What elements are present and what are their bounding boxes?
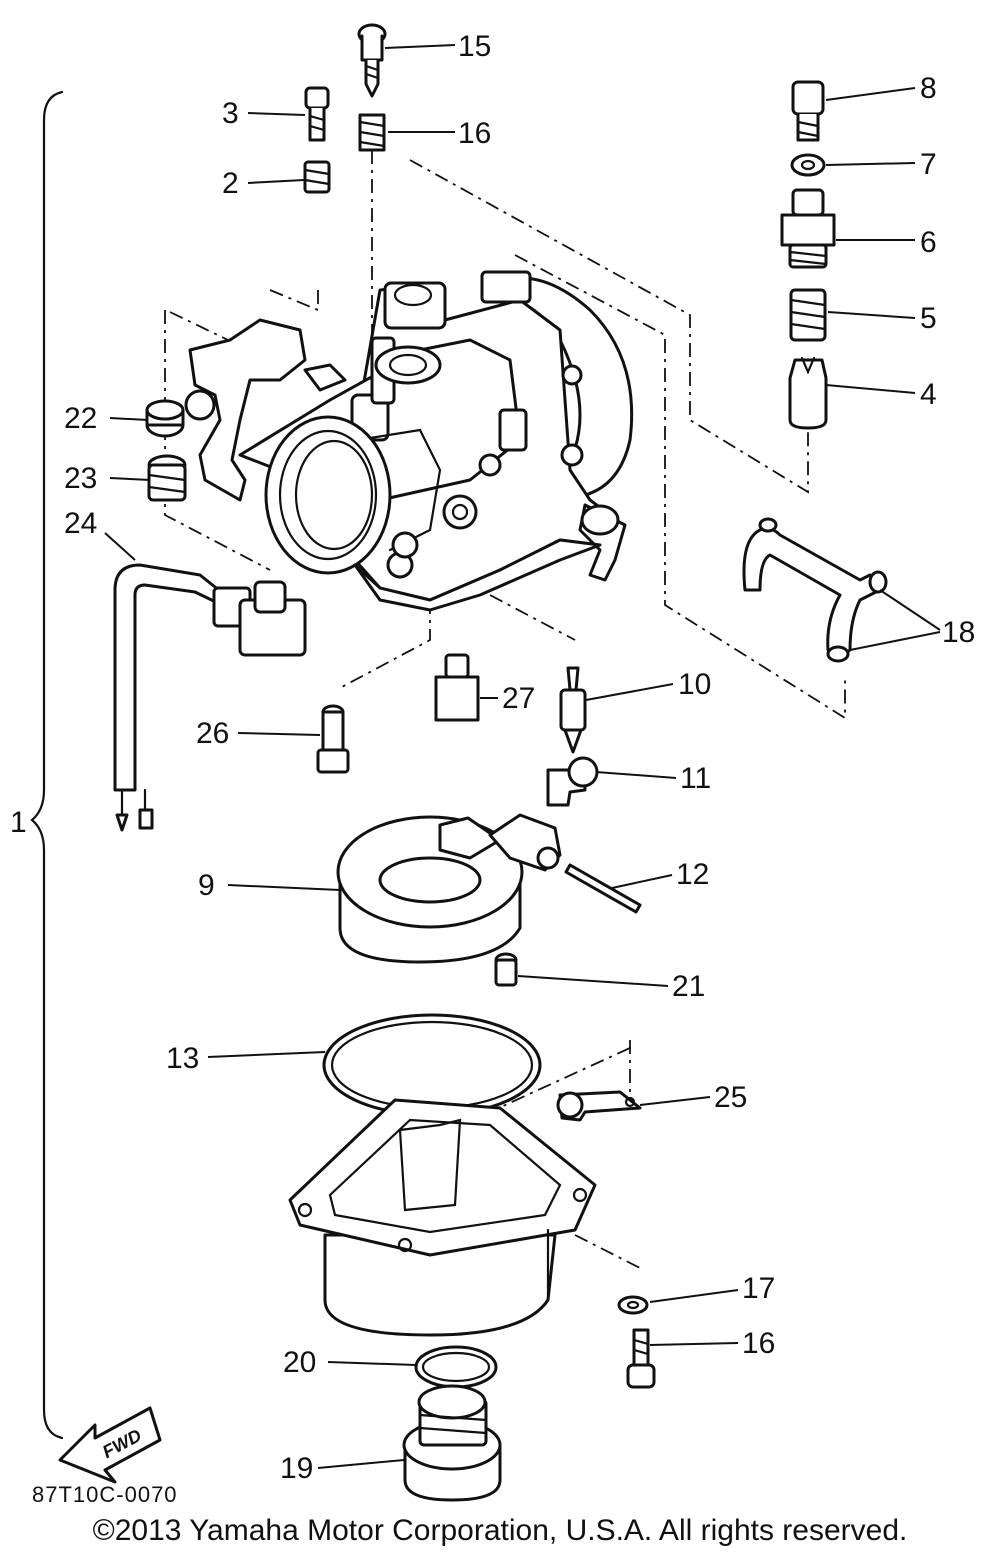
- part-27-holder: [434, 653, 480, 722]
- callout-23: 23: [64, 462, 97, 495]
- part-23-spring: [147, 454, 187, 502]
- drawing-code: 87T10C-0070: [32, 1482, 178, 1507]
- float-bowl: [288, 1098, 597, 1337]
- leader-lines: [104, 44, 941, 1469]
- part-6-fitting: [780, 188, 836, 269]
- part-17-washer: [617, 1295, 649, 1315]
- callout-4: 4: [920, 378, 937, 411]
- part-2-spring: [303, 160, 331, 194]
- part-18-hose: [742, 517, 888, 663]
- callout-27: 27: [502, 682, 535, 715]
- part-24-switch: [113, 563, 307, 832]
- part-7-nut: [790, 153, 826, 177]
- callout-1: 1: [10, 806, 27, 839]
- callout-labels: 15 16 3 2 8 7 6 5 4 22 23 24 18 27 10 11…: [64, 30, 975, 1485]
- part-26-jet: [316, 704, 350, 774]
- carburetor-body: [184, 270, 634, 612]
- callout-6: 6: [920, 226, 937, 259]
- part-11-clip: [546, 756, 599, 807]
- callout-3: 3: [222, 97, 239, 130]
- callout-11: 11: [680, 762, 711, 795]
- callout-25: 25: [714, 1081, 747, 1114]
- callout-14: 15: [458, 30, 491, 63]
- callout-17: 17: [742, 1272, 775, 1305]
- callout-19: 19: [280, 1452, 313, 1485]
- part-16-screw: [626, 1328, 656, 1389]
- fwd-arrow: FWD: [58, 1406, 162, 1484]
- part-19-plug: [402, 1384, 502, 1502]
- callout-21: 21: [672, 970, 705, 1003]
- callout-15: 16: [458, 117, 491, 150]
- callout-13: 13: [166, 1042, 199, 1075]
- part-12-pin: [564, 863, 642, 914]
- callout-18: 18: [942, 616, 975, 649]
- callout-8: 8: [920, 72, 937, 105]
- callout-9: 9: [198, 869, 215, 902]
- part-14-screw: [357, 23, 387, 98]
- callout-10: 10: [678, 668, 711, 701]
- part-3-screw: [304, 86, 330, 142]
- part-15-spring: [358, 113, 386, 152]
- part-21-screw: [494, 952, 518, 987]
- copyright-notice: ©2013 Yamaha Motor Corporation, U.S.A. A…: [92, 1514, 908, 1547]
- callout-24: 24: [64, 507, 97, 540]
- callout-7: 7: [920, 148, 937, 181]
- callout-5: 5: [920, 302, 937, 335]
- part-13-gasket: [322, 1013, 542, 1117]
- callout-16: 16: [742, 1327, 775, 1360]
- callout-2: 2: [222, 167, 239, 200]
- part-8-cap: [791, 80, 825, 142]
- part-9-float: [336, 813, 562, 964]
- part-22-washer: [145, 399, 185, 438]
- part-4-plunger: [788, 356, 828, 430]
- callout-12: 12: [676, 858, 709, 891]
- callout-20: 20: [283, 1346, 316, 1379]
- part-10-needle: [559, 666, 587, 754]
- guide-lines: [164, 150, 846, 1269]
- callout-26: 26: [196, 717, 229, 750]
- assembly-bracket: [30, 90, 64, 1440]
- callout-22: 22: [64, 402, 97, 435]
- part-20-oring: [414, 1345, 498, 1389]
- part-25-clip: [556, 1090, 642, 1122]
- part-5-spring: [789, 288, 827, 342]
